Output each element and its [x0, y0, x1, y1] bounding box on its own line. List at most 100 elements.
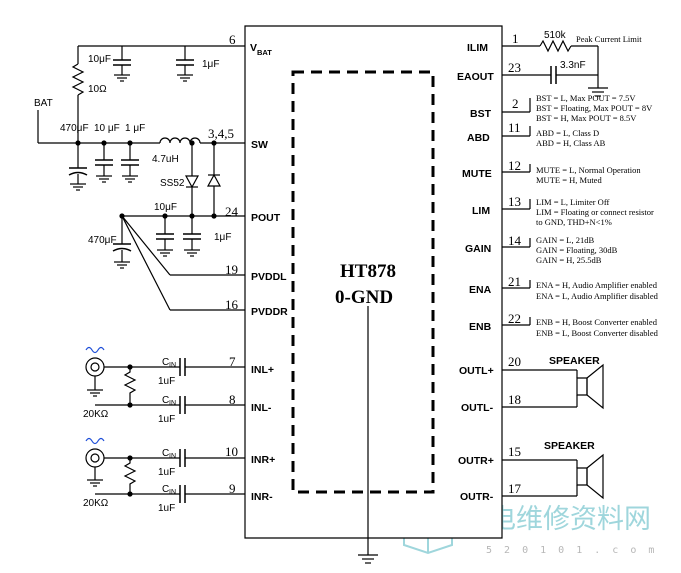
speaker-icon-left: [577, 363, 604, 410]
pin-label-gain: GAIN: [465, 243, 491, 255]
pin-num-13: 13: [508, 194, 521, 209]
cap-vbat-1uf-value: 1μF: [202, 59, 219, 70]
resistor-input-left: [125, 367, 135, 405]
note-lim-2: LIM = Floating or connect resistor: [536, 207, 654, 217]
input-source-left: [85, 348, 105, 377]
pin-num-3-4-5: 3,4,5: [208, 126, 234, 141]
ic-name: HT878: [340, 261, 396, 282]
ilim-note: Peak Current Limit: [576, 34, 642, 44]
pin-num-9: 9: [229, 481, 236, 496]
cap-vbat-10uf-value: 10μF: [88, 54, 111, 65]
pin-label-inr-plus: INR+: [251, 454, 275, 466]
pin-label-bst: BST: [470, 108, 492, 120]
diode-value: SS52: [160, 178, 185, 189]
pin-label-sw: SW: [251, 139, 268, 151]
note-gain-2: GAIN = Floating, 30dB: [536, 245, 618, 255]
note-enb-2: ENB = L, Boost Converter disabled: [536, 328, 659, 338]
resistor-ilim-value: 510k: [544, 30, 567, 41]
pin-num-17: 17: [508, 481, 522, 496]
note-gain-1: GAIN = L, 21dB: [536, 235, 594, 245]
resistor-10ohm-value: 10Ω: [88, 84, 107, 95]
cap-inl-minus-value: 1uF: [158, 414, 175, 425]
cap-pout-bulk-value: 470μF: [88, 235, 117, 246]
ic-gnd-label: 0-GND: [335, 287, 393, 308]
ground-symbol-eaout: [588, 88, 608, 96]
pin-label-pvddl: PVDDL: [251, 271, 287, 283]
cap-bat-bulk-value: 470μF: [60, 123, 89, 134]
inductor-4-7uh: [160, 138, 200, 143]
pin-num-18: 18: [508, 392, 521, 407]
pin-label-inr-minus: INR-: [251, 491, 273, 503]
pin-label-inl-plus: INL+: [251, 364, 274, 376]
speaker-icon-right: [577, 453, 604, 500]
pin-num-24: 24: [225, 204, 239, 219]
pin-num-20: 20: [508, 354, 521, 369]
resistor-10ohm: [73, 64, 83, 95]
cap-pout-1uf-value: 1μF: [214, 232, 231, 243]
note-ena-2: ENA = L, Audio Amplifier disabled: [536, 291, 659, 301]
cap-sw-10uf-value: 10 μF: [94, 123, 120, 134]
pin-label-abd: ABD: [467, 132, 490, 144]
pin-label-pvddr: PVDDR: [251, 306, 288, 318]
speaker-label-right: SPEAKER: [544, 440, 595, 452]
input-source-right: [85, 439, 105, 468]
inductor-value: 4.7uH: [152, 154, 179, 165]
pin-label-outr-minus: OUTR-: [460, 491, 494, 503]
cap-inr-plus-label: C: [162, 448, 169, 459]
pin-num-11: 11: [508, 120, 521, 135]
cap-inl-minus-label: C: [162, 395, 169, 406]
cap-eaout-value: 3.3nF: [560, 60, 586, 71]
resistor-input-right: [125, 458, 135, 494]
pin-num-21: 21: [508, 274, 521, 289]
note-abd-1: ABD = L, Class D: [536, 128, 599, 138]
pin-label-outl-minus: OUTL-: [461, 402, 494, 414]
cap-sw-1uf-value: 1 μF: [125, 123, 145, 134]
note-bst-2: BST = Floating, Max POUT = 8V: [536, 103, 653, 113]
cap-inr-plus-sub: IN: [169, 453, 176, 460]
pin-label-eaout: EAOUT: [457, 71, 494, 83]
note-lim-1: LIM = L, Limiter Off: [536, 197, 609, 207]
note-mute-1: MUTE = L, Normal Operation: [536, 165, 641, 175]
diode-ss52-b: [206, 173, 222, 187]
cap-inr-minus-sub: IN: [169, 489, 176, 496]
pin-num-12: 12: [508, 158, 521, 173]
pin-num-19: 19: [225, 262, 238, 277]
pin-label-outl-plus: OUTL+: [459, 365, 494, 377]
pin-label-vbat: V: [250, 42, 257, 54]
bat-label: BAT: [34, 98, 53, 109]
cap-inr-minus-label: C: [162, 484, 169, 495]
resistor-input-left-value: 20KΩ: [83, 409, 109, 420]
pin-label-outr-plus: OUTR+: [458, 455, 494, 467]
pin-label-ena: ENA: [469, 284, 492, 296]
cap-inl-plus-value: 1uF: [158, 376, 175, 387]
pin-num-14: 14: [508, 233, 522, 248]
cap-inl-plus-sub: IN: [169, 362, 176, 369]
speaker-label-left: SPEAKER: [549, 355, 600, 367]
pin-num-10: 10: [225, 444, 238, 459]
pin-label-ilim: ILIM: [467, 42, 488, 54]
note-mute-2: MUTE = H, Muted: [536, 175, 602, 185]
pin-num-16: 16: [225, 297, 239, 312]
pin-num-8: 8: [229, 392, 236, 407]
pin-label-mute: MUTE: [462, 168, 492, 180]
note-ena-1: ENA = H, Audio Amplifier enabled: [536, 280, 658, 290]
pin-num-23: 23: [508, 60, 521, 75]
pin-label-enb: ENB: [469, 321, 492, 333]
pin-label-inl-minus: INL-: [251, 402, 272, 414]
pin-num-2: 2: [512, 96, 519, 111]
pin-label-vbat-sub: BAT: [257, 48, 272, 57]
pin-label-lim: LIM: [472, 205, 490, 217]
pin-num-1: 1: [512, 31, 519, 46]
cap-inr-plus-value: 1uF: [158, 467, 175, 478]
ic-dashed-core: [293, 72, 433, 492]
note-enb-1: ENB = H, Boost Converter enabled: [536, 317, 658, 327]
resistor-ilim: [540, 41, 571, 51]
note-abd-2: ABD = H, Class AB: [536, 138, 606, 148]
cap-inr-minus-value: 1uF: [158, 503, 175, 514]
ground-symbol-ic: [358, 555, 378, 563]
watermark-url: 5 2 0 1 0 1 . c o m: [486, 545, 657, 556]
note-bst-1: BST = L, Max POUT = 7.5V: [536, 93, 636, 103]
pin-num-7: 7: [229, 354, 236, 369]
resistor-input-right-value: 20KΩ: [83, 498, 109, 509]
